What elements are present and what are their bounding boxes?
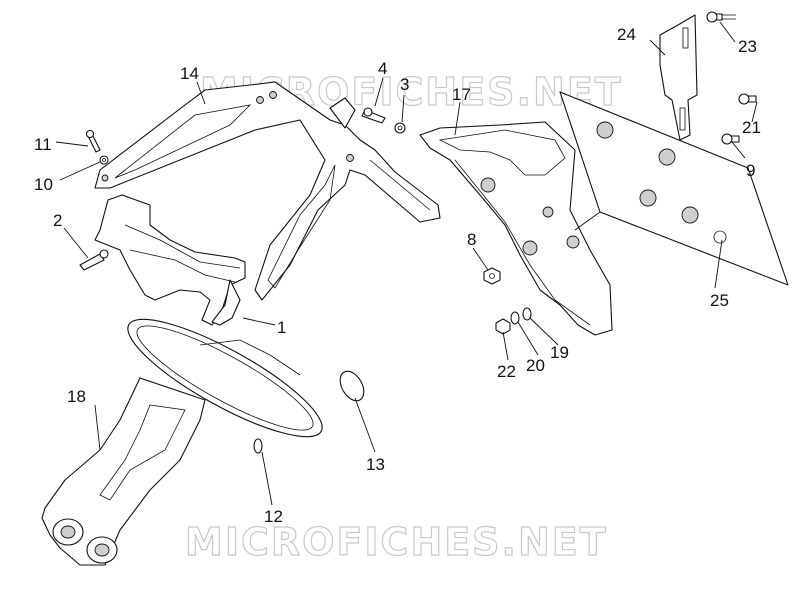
part-4-screw [361,107,386,124]
callout-17: 17 [452,85,471,104]
part-1-housing [94,194,246,326]
part-17-plate-holder [419,121,613,336]
callout-13: 13 [366,455,385,474]
part-25-plate [559,91,789,286]
callout-20: 20 [526,356,545,375]
part-18-arm [41,377,206,566]
part-3-washer [394,122,406,134]
part-12-washer [253,438,263,454]
part-9-screw [721,133,740,145]
part-19-washer [522,307,532,321]
callout-18: 18 [67,387,86,406]
part-22-nut [495,318,511,335]
part-14-bracket [94,81,441,301]
part-8-nut [483,267,501,285]
part-20-washer [510,311,520,325]
callout-2: 2 [53,211,62,230]
callout-12: 12 [264,507,283,526]
callout-4: 4 [378,59,387,78]
callout-1: 1 [277,318,286,337]
callout-11: 11 [34,135,52,154]
part-2-screw [79,249,109,271]
callout-9: 9 [746,161,755,180]
watermark-bottom: MICROFICHES.NET [185,520,608,564]
callout-labels: 1 2 3 4 8 9 10 11 12 13 14 17 18 19 20 2… [34,25,761,526]
callout-24: 24 [617,25,636,44]
callout-22: 22 [497,362,516,381]
part-24-bracket-plate [659,14,698,141]
callout-21: 21 [742,118,761,137]
tail-light-lens [127,318,323,438]
part-11-screw [85,129,101,153]
callout-14: 14 [180,64,199,83]
part-21-screw [738,93,757,105]
callout-8: 8 [467,230,476,249]
callout-10: 10 [34,175,53,194]
callout-3: 3 [400,75,409,94]
part-23-screw [706,11,736,23]
callout-23: 23 [738,37,757,56]
leader-lines [55,21,758,506]
part-13-reflector [339,370,365,402]
callout-25: 25 [710,291,729,310]
callout-19: 19 [550,343,569,362]
part-10-washer [99,155,109,165]
